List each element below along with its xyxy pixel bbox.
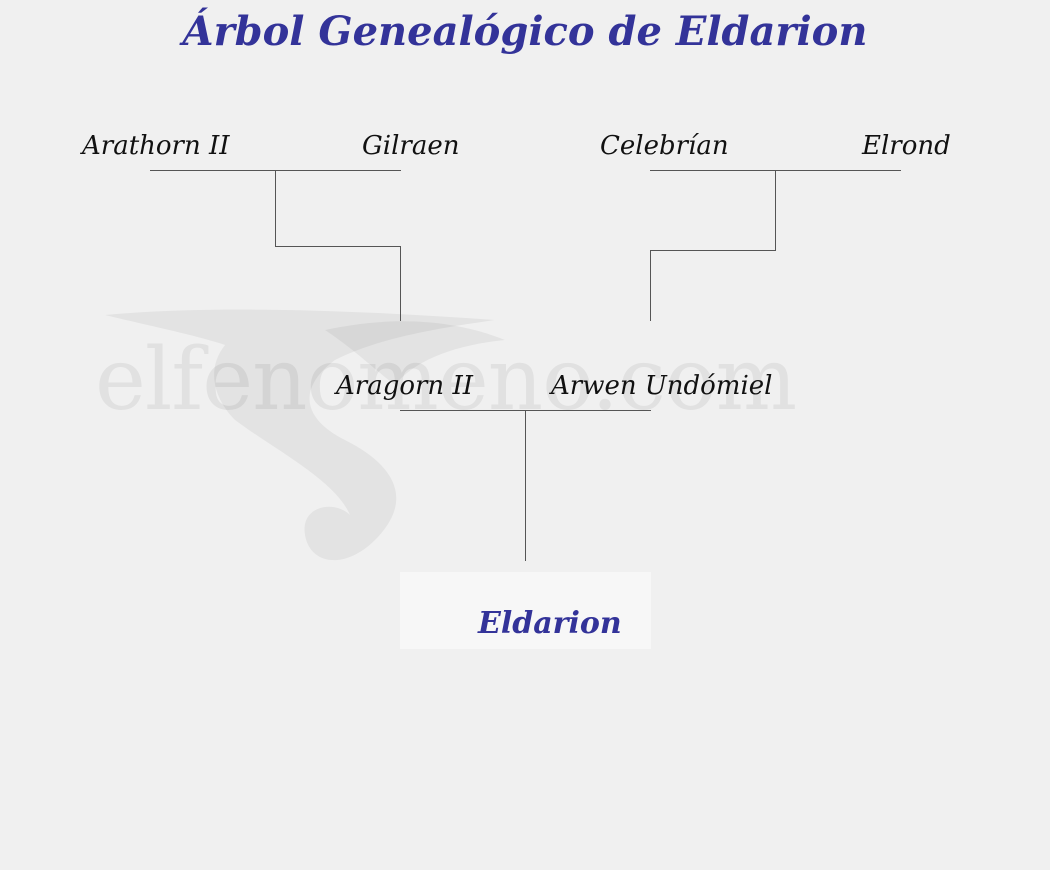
descent-line-child — [525, 410, 526, 561]
person-aragorn: Aragorn II — [336, 371, 473, 401]
descent-line-right-lower — [650, 250, 651, 321]
watermark-text: elfenomeno.com — [95, 330, 797, 430]
descent-line-left-upper — [275, 170, 276, 247]
person-eldarion: Eldarion — [478, 606, 622, 641]
descent-line-left-lower — [400, 246, 401, 321]
descent-line-right-horizontal — [650, 250, 776, 251]
person-arwen: Arwen Undómiel — [551, 371, 773, 401]
descent-line-right-upper — [775, 170, 776, 251]
person-elrond: Elrond — [862, 131, 951, 161]
person-gilraen: Gilraen — [362, 131, 460, 161]
child-box — [400, 572, 651, 649]
dragon-watermark-icon — [105, 309, 505, 561]
person-celebrian: Celebrían — [600, 131, 729, 161]
person-arathorn: Arathorn II — [82, 131, 230, 161]
descent-line-left-horizontal — [275, 246, 401, 247]
watermark: elfenomeno.com — [95, 300, 945, 580]
page-title: Árbol Genealógico de Eldarion — [182, 8, 868, 55]
